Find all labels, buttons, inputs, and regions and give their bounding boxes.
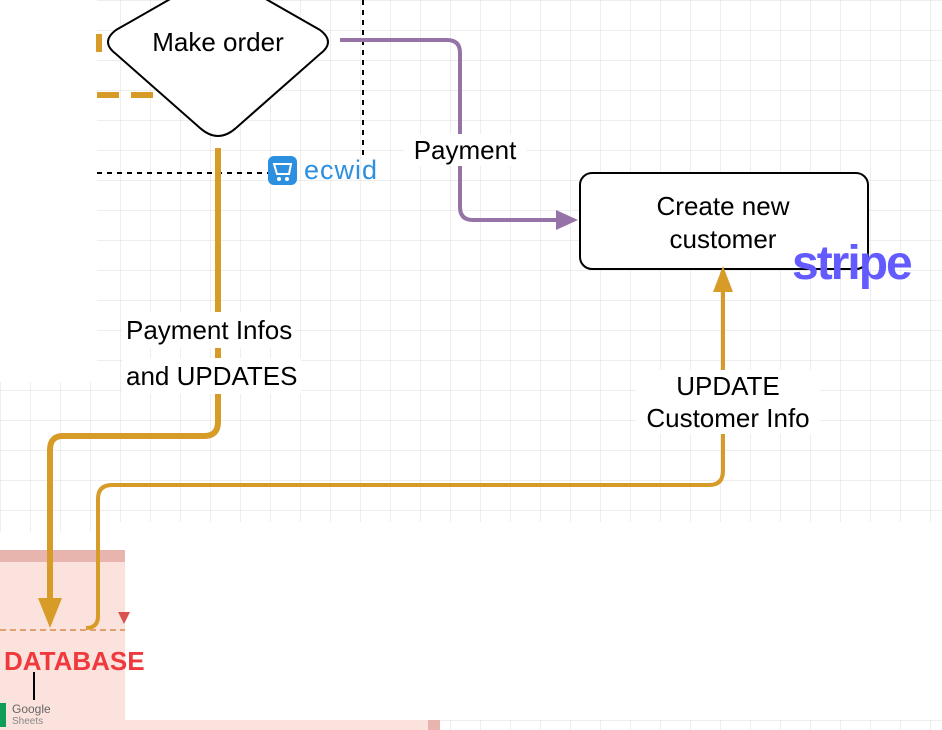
payment-infos-arrowhead [38, 598, 62, 628]
overlay-panel [125, 522, 942, 720]
payment-arrow[interactable] [340, 38, 560, 222]
update-customer-label-line2: Customer Info [636, 402, 820, 434]
database-header-bar [0, 550, 126, 562]
payment-infos-label-line2: and UPDATES [122, 358, 302, 394]
create-customer-label-line1: Create new [656, 191, 790, 221]
payment-infos-arrow[interactable] [47, 148, 221, 600]
ecwid-cart-icon [268, 156, 297, 185]
database-label: DATABASE [4, 646, 145, 676]
payment-arrowhead [556, 210, 578, 230]
payment-infos-label-line1: Payment Infos [122, 312, 297, 348]
update-customer-arrowhead [713, 266, 733, 292]
update-customer-arrow[interactable] [85, 290, 725, 630]
ecwid-logo: ecwid [304, 155, 379, 185]
google-sheets-label-line1: Google [12, 702, 51, 716]
database-marker [118, 612, 130, 624]
payment-label: Payment [404, 134, 526, 166]
google-sheets-icon [0, 703, 6, 727]
update-customer-label-line1: UPDATE [636, 370, 820, 402]
make-order-label: Make order [152, 27, 284, 57]
make-order-diamond[interactable] [107, 0, 329, 137]
stripe-logo: stripe [792, 237, 913, 290]
create-customer-label-line2: customer [669, 224, 777, 254]
google-sheets-label-line2: Sheets [12, 716, 44, 727]
